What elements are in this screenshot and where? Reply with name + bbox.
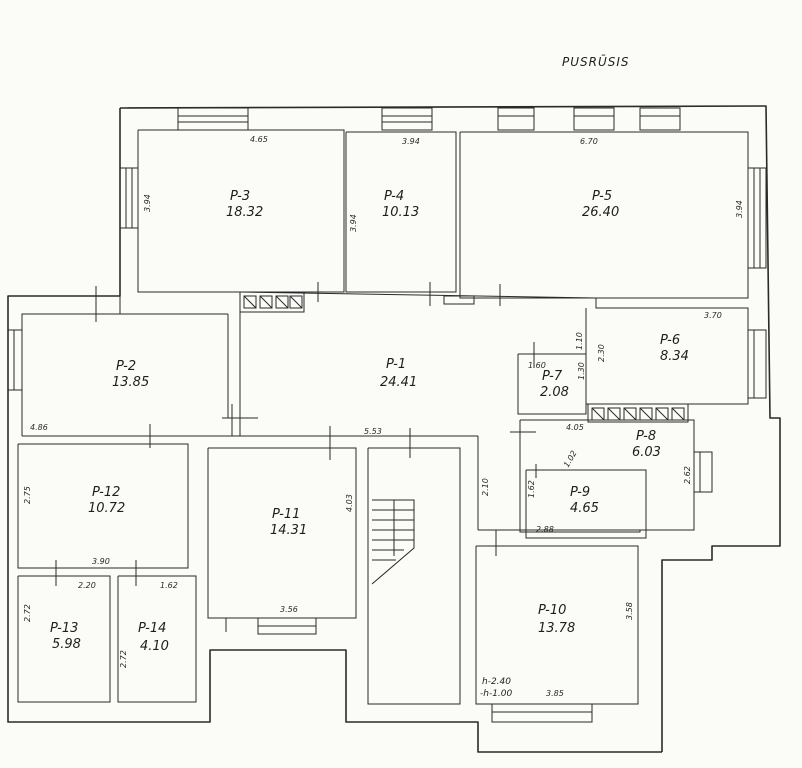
dim-p9-height: 1.62: [527, 480, 536, 498]
room-p10-label: P-10: [538, 603, 566, 618]
room-p11-area: 14.31: [270, 523, 307, 538]
dim-p10-width: 3.85: [546, 689, 564, 698]
interior-walls: [17, 291, 749, 705]
dim-p5-width: 6.70: [580, 137, 598, 146]
dim-p10-height: 3.58: [625, 602, 634, 620]
plan-title: PUSRŪSIS: [562, 55, 630, 69]
staircase: [371, 499, 415, 585]
room-p6-area: 8.34: [660, 349, 689, 364]
room-p13-area: 5.98: [52, 637, 81, 652]
dim-p4-width: 3.94: [402, 137, 420, 146]
dim-p3-width: 4.65: [250, 135, 268, 144]
room-p8-label: P-8: [636, 429, 656, 444]
room-p3-label: P-3: [230, 189, 250, 204]
door-marks: [55, 282, 537, 632]
floor-level-note: -h-1.00: [480, 689, 513, 699]
room-p3-area: 18.32: [226, 205, 263, 220]
dim-p2-width: 4.86: [30, 423, 48, 432]
room-p1-area: 24.41: [380, 375, 417, 390]
room-p5-area: 26.40: [582, 205, 619, 220]
room-p5-label: P-5: [592, 189, 612, 204]
room-p11-label: P-11: [272, 507, 300, 522]
dim-p11-height: 4.03: [345, 494, 354, 512]
vent-blocks: [239, 291, 689, 423]
windows: [7, 107, 767, 723]
dim-p13-width: 2.20: [78, 581, 96, 590]
room-p2-label: P-2: [116, 359, 136, 374]
dim-p7-width: 1.60: [528, 361, 546, 370]
dim-p5-height: 3.94: [735, 200, 744, 218]
room-p7-area: 2.08: [540, 385, 569, 400]
room-p2-area: 13.85: [112, 375, 149, 390]
room-p13-label: P-13: [50, 621, 78, 636]
dim-p7-height: 1.30: [577, 362, 586, 380]
room-p8-area: 6.03: [632, 445, 661, 460]
dim-p6-depth: 1.10: [575, 332, 584, 350]
dim-p13-height: 2.72: [23, 604, 32, 622]
dim-p8-width: 4.05: [566, 423, 584, 432]
dim-p8-depth: 1.02: [562, 449, 579, 469]
dimension-labels: 4.65 3.94 3.94 3.94 6.70 3.94 4.86 3.70 …: [23, 135, 744, 698]
room-p14-area: 4.10: [140, 639, 169, 654]
dim-p12-width: 3.90: [92, 557, 110, 566]
dim-p3-height: 3.94: [143, 194, 152, 212]
dim-p6-width: 3.70: [704, 311, 722, 320]
dim-p4-height: 3.94: [349, 214, 358, 232]
room-p12-area: 10.72: [88, 501, 125, 516]
room-p12-label: P-12: [92, 485, 120, 500]
room-p4-area: 10.13: [382, 205, 419, 220]
room-p9-label: P-9: [570, 485, 590, 500]
room-p10-area: 13.78: [538, 621, 575, 636]
dim-p14-height: 2.72: [119, 650, 128, 668]
room-p6-label: P-6: [660, 333, 680, 348]
room-p1-label: P-1: [386, 357, 406, 372]
room-labels: P-3 18.32 P-4 10.13 P-5 26.40 P-2 13.85 …: [50, 189, 689, 654]
dim-p11-top: 5.53: [364, 427, 382, 436]
room-p14-label: P-14: [138, 621, 166, 636]
dim-p8-height: 2.62: [683, 466, 692, 484]
room-p4-label: P-4: [384, 189, 404, 204]
dim-corridor: 2.10: [481, 478, 490, 496]
dim-p12-height: 2.75: [23, 486, 32, 504]
dim-p14-width: 1.62: [160, 581, 178, 590]
ceiling-height-note: h-2.40: [482, 677, 511, 687]
room-p9-area: 4.65: [570, 501, 599, 516]
dim-p6-height: 2.30: [597, 344, 606, 362]
dim-p11-width: 3.56: [280, 605, 298, 614]
dim-p9-width: 2.88: [536, 525, 554, 534]
room-p7-label: P-7: [542, 369, 563, 384]
level-notes: h-2.40 -h-1.00: [480, 677, 513, 699]
